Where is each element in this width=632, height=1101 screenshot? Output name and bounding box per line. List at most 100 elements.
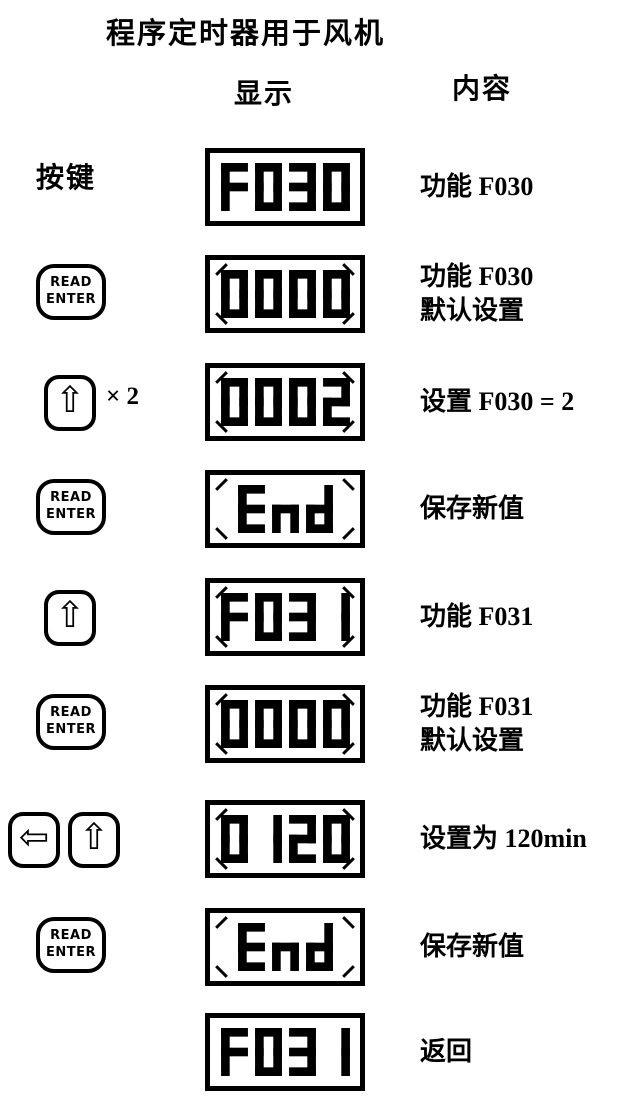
read-enter-button: READ ENTER	[36, 694, 106, 750]
read-label: READ	[50, 928, 92, 944]
description-line: 功能 F030	[420, 172, 534, 202]
lcd-char	[322, 163, 350, 211]
lcd-digits	[210, 913, 360, 981]
lcd-char	[254, 1028, 282, 1076]
procedure-row-7: ⇦ ⇧ 设置为 120min	[0, 800, 632, 878]
up-arrow-button: ⇧	[44, 375, 96, 431]
description-line: 保存新值	[420, 932, 525, 962]
lcd-digits	[210, 368, 360, 436]
lcd-char	[254, 700, 282, 748]
row-description: 返回	[420, 1013, 630, 1091]
row-description: 功能 F030	[420, 148, 630, 226]
procedure-row-8: READ ENTER 保存新值	[0, 908, 632, 986]
lcd-char	[322, 270, 350, 318]
lcd-display	[205, 800, 365, 878]
description-line: 功能 F031	[420, 602, 534, 632]
description-line: 返回	[420, 1037, 473, 1067]
lcd-char	[254, 270, 282, 318]
lcd-char	[220, 163, 248, 211]
lcd-char	[272, 815, 282, 863]
lcd-display	[205, 470, 365, 548]
procedure-row-3: ⇧ × 2 设置 F030 = 2	[0, 363, 632, 441]
lcd-char	[288, 163, 316, 211]
lcd-char	[322, 378, 350, 426]
lcd-char	[220, 815, 248, 863]
row-description: 保存新值	[420, 470, 630, 548]
page-title: 程序定时器用于风机	[106, 18, 386, 50]
lcd-char	[271, 504, 299, 533]
up-arrow-button: ⇧	[44, 590, 96, 646]
lcd-char	[340, 1028, 350, 1076]
lcd-char	[288, 1028, 316, 1076]
up-arrow-icon: ⇧	[54, 380, 86, 421]
lcd-display	[205, 255, 365, 333]
lcd-display	[205, 685, 365, 763]
lcd-char	[340, 593, 350, 641]
lcd-char	[271, 942, 299, 971]
lcd-char	[220, 378, 248, 426]
procedure-row-9: 返回	[0, 1013, 632, 1091]
description-line: 默认设置	[420, 296, 525, 325]
lcd-digits	[210, 153, 360, 221]
lcd-char	[305, 485, 333, 533]
lcd-display	[205, 578, 365, 656]
lcd-char	[220, 700, 248, 748]
read-label: READ	[50, 705, 92, 721]
lcd-display	[205, 908, 365, 986]
lcd-char	[254, 163, 282, 211]
enter-label: ENTER	[45, 945, 97, 960]
row-description: 设置 F030 = 2	[420, 363, 630, 441]
procedure-row-1: 功能 F030	[0, 148, 632, 226]
lcd-digits	[210, 260, 360, 328]
lcd-char	[288, 815, 316, 863]
procedure-row-4: READ ENTER 保存新值	[0, 470, 632, 548]
procedure-row-6: READ ENTER 功能 F031 默认设置	[0, 685, 632, 763]
up-arrow-icon: ⇧	[78, 817, 110, 858]
read-label: READ	[50, 490, 92, 506]
lcd-display	[205, 1013, 365, 1091]
description-line: 保存新值	[420, 494, 525, 524]
up-arrow-button: ⇧	[68, 812, 120, 868]
row-description: 保存新值	[420, 908, 630, 986]
lcd-digits	[210, 805, 360, 873]
enter-label: ENTER	[45, 507, 97, 522]
lcd-char	[288, 593, 316, 641]
lcd-char	[288, 700, 316, 748]
description-line: 功能 F030	[420, 262, 534, 292]
lcd-digits	[210, 475, 360, 543]
enter-label: ENTER	[45, 292, 97, 307]
row-description: 功能 F030 默认设置	[420, 255, 630, 333]
description-line: 默认设置	[420, 726, 525, 755]
description-line: 设置 F030 = 2	[420, 387, 575, 417]
press-count-label: × 2	[106, 383, 139, 410]
lcd-char	[254, 378, 282, 426]
lcd-digits	[210, 690, 360, 758]
lcd-char	[237, 923, 265, 971]
read-enter-button: READ ENTER	[36, 479, 106, 535]
lcd-char	[322, 700, 350, 748]
left-arrow-button: ⇦	[8, 812, 60, 868]
lcd-char	[220, 1028, 248, 1076]
lcd-display	[205, 363, 365, 441]
read-label: READ	[50, 275, 92, 291]
lcd-char	[288, 378, 316, 426]
lcd-char	[220, 593, 248, 641]
lcd-display	[205, 148, 365, 226]
lcd-char	[288, 270, 316, 318]
lcd-digits	[210, 1018, 360, 1086]
column-header-content: 内容	[452, 74, 513, 105]
lcd-char	[305, 923, 333, 971]
row-description: 设置为 120min	[420, 800, 630, 878]
enter-label: ENTER	[45, 722, 97, 737]
description-line: 功能 F031	[420, 692, 534, 722]
up-arrow-icon: ⇧	[54, 595, 86, 636]
procedure-row-2: READ ENTER 功能 F030 默认设置	[0, 255, 632, 333]
row-description: 功能 F031	[420, 578, 630, 656]
read-enter-button: READ ENTER	[36, 917, 106, 973]
lcd-digits	[210, 583, 360, 651]
procedure-row-5: ⇧ 功能 F031	[0, 578, 632, 656]
row-description: 功能 F031 默认设置	[420, 685, 630, 763]
read-enter-button: READ ENTER	[36, 264, 106, 320]
column-header-keys: 按键	[36, 163, 97, 194]
lcd-char	[237, 485, 265, 533]
